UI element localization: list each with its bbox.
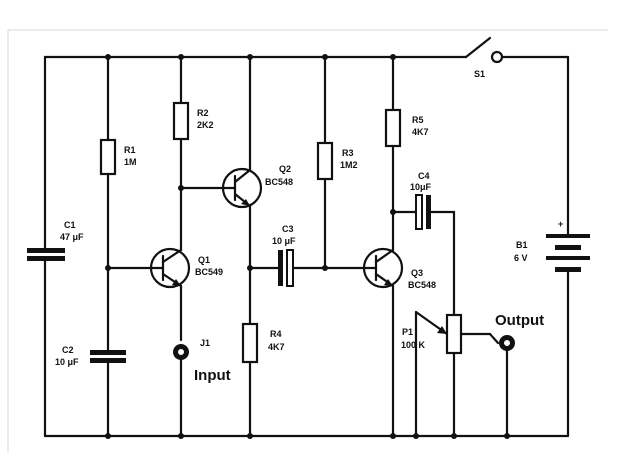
- p1-ref: P1: [402, 327, 413, 337]
- c4-ref: C4: [418, 171, 430, 181]
- r5-value: 4K7: [412, 127, 429, 137]
- c1-value: 47 μF: [60, 232, 84, 242]
- output-label: Output: [495, 312, 544, 329]
- r2-ref: R2: [197, 108, 209, 118]
- potentiometer-p1: P1 100 K: [401, 310, 463, 438]
- q3-ref: Q3: [411, 268, 423, 278]
- c3-value: 10 μF: [272, 236, 296, 246]
- battery-b1: + B1 6 V: [514, 55, 590, 438]
- c3-ref: C3: [282, 224, 294, 234]
- r5-ref: R5: [412, 115, 424, 125]
- resistor-r4: R4 4K7: [241, 322, 285, 438]
- c2-ref: C2: [62, 345, 74, 355]
- r4-ref: R4: [270, 329, 282, 339]
- b1-value: 6 V: [514, 253, 528, 263]
- r4-value: 4K7: [268, 342, 285, 352]
- r3-ref: R3: [342, 148, 354, 158]
- j1-ref: J1: [200, 338, 210, 348]
- r1-ref: R1: [124, 145, 136, 155]
- resistor-r3: R3 1M2: [316, 55, 358, 271]
- q2-ref: Q2: [279, 164, 291, 174]
- frame-border: [7, 29, 608, 452]
- c4-value: 10μF: [410, 182, 432, 192]
- b1-ref: B1: [516, 240, 528, 250]
- capacitor-c1: C1 47 μF: [27, 55, 84, 438]
- junction-dots: [105, 54, 510, 439]
- input-label: Input: [194, 367, 231, 384]
- input-jack-j1: J1: [173, 338, 210, 438]
- resistor-r2: R2 2K2: [172, 55, 214, 252]
- capacitor-c4: C4 10μF: [410, 171, 456, 317]
- c2-value: 10 μF: [55, 357, 79, 367]
- q3-value: BC548: [408, 280, 436, 290]
- p1-value: 100 K: [401, 340, 426, 350]
- b1-polarity: +: [558, 219, 563, 229]
- transistor-q2: Q2 BC548: [221, 164, 293, 209]
- transistor-q1: Q1 BC549: [149, 247, 223, 342]
- resistor-r5: R5 4K7: [384, 55, 429, 252]
- q1-value: BC549: [195, 267, 223, 277]
- r1-value: 1M: [124, 157, 137, 167]
- q2-value: BC548: [265, 177, 293, 187]
- capacitor-c2: C2 10 μF: [55, 266, 126, 438]
- output-jack: [459, 332, 515, 438]
- r3-value: 1M2: [340, 160, 358, 170]
- switch-s1: S1: [464, 36, 570, 79]
- s1-label: S1: [474, 69, 485, 79]
- r2-value: 2K2: [197, 120, 214, 130]
- capacitor-c3: C3 10 μF: [272, 224, 367, 287]
- c1-ref: C1: [64, 220, 76, 230]
- resistor-r1: R1 1M: [99, 55, 137, 270]
- q1-ref: Q1: [198, 255, 210, 265]
- transistor-q3: Q3 BC548: [362, 247, 436, 438]
